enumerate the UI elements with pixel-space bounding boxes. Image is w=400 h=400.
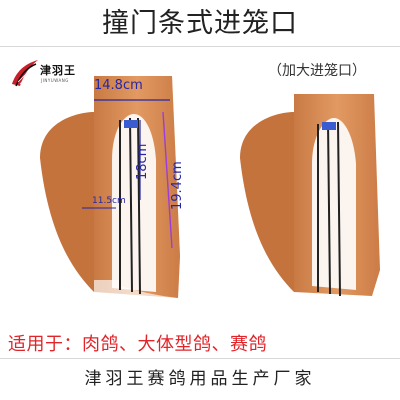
divider <box>0 46 400 47</box>
trap-left <box>40 76 180 298</box>
width-measure-label: 14.8cm <box>94 78 143 93</box>
divider <box>0 358 400 359</box>
brand-logo: 津羽王 JINYUWANG <box>8 56 100 90</box>
trap-right <box>240 94 380 297</box>
inner-height-measure-label: 18cm <box>135 143 150 180</box>
page-title: 撞门条式进笼口 <box>102 8 298 39</box>
product-photo <box>40 76 380 298</box>
subtitle: （加大进笼口） <box>268 63 366 79</box>
usage-note: 适用于：肉鸽、大体型鸽、赛鸽 <box>8 334 267 355</box>
footer-text: 津羽王赛鸽用品生产厂家 <box>84 369 316 389</box>
logo-subtext: JINYUWANG <box>41 78 69 83</box>
depth-measure-label: 11.5cm <box>92 196 126 206</box>
logo-text: 津羽王 <box>40 64 76 77</box>
feather-logo-icon <box>12 60 38 87</box>
total-height-measure-label: 19.4cm <box>170 161 185 210</box>
